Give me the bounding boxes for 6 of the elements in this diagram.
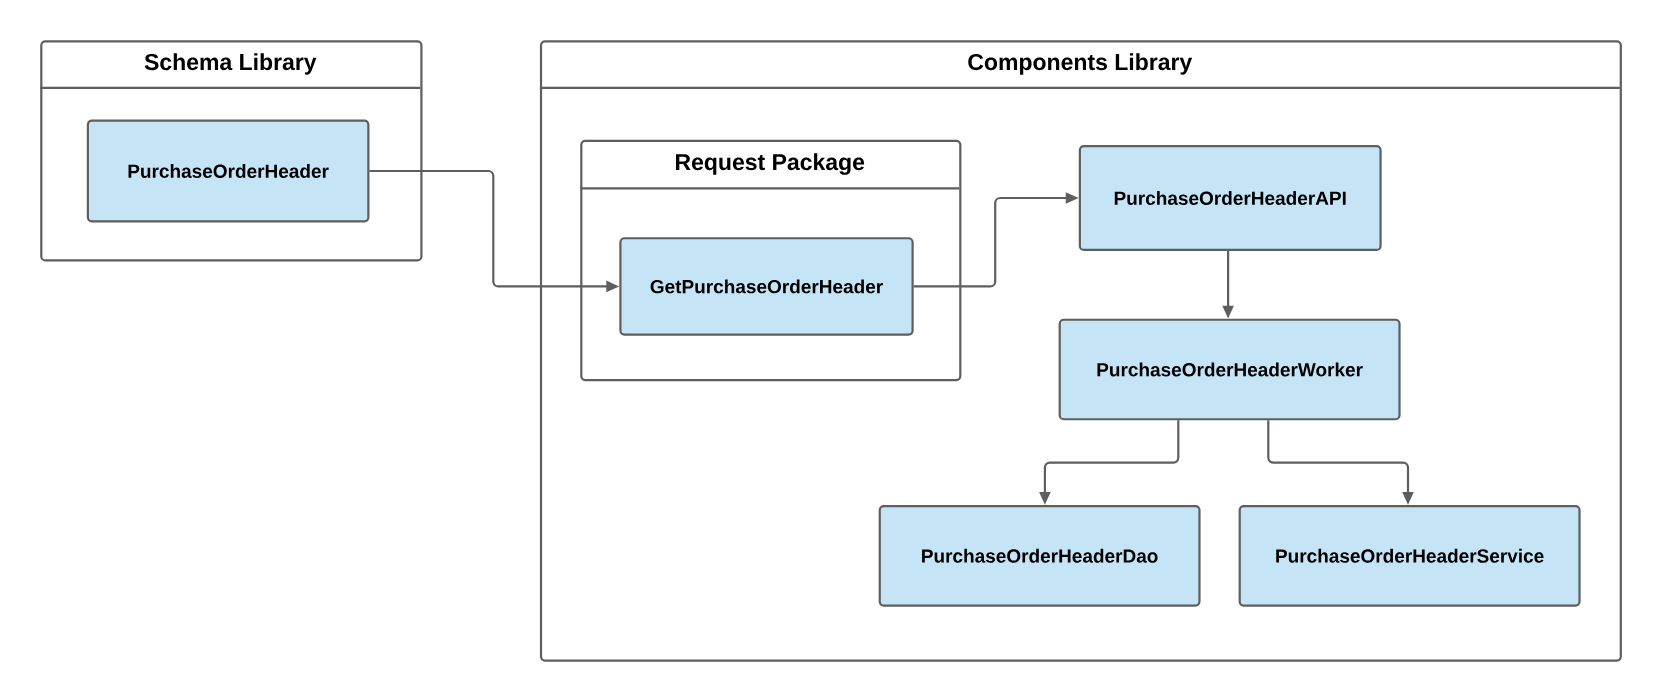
component-box: PurchaseOrderHeader (86, 119, 370, 223)
component-box: PurchaseOrderHeaderDao (878, 504, 1201, 607)
component-box: PurchaseOrderHeaderAPI (1078, 145, 1382, 251)
component-box: PurchaseOrderHeaderService (1238, 504, 1581, 607)
component-box: PurchaseOrderHeaderWorker (1058, 318, 1401, 421)
component-box: GetPurchaseOrderHeader (619, 237, 914, 336)
